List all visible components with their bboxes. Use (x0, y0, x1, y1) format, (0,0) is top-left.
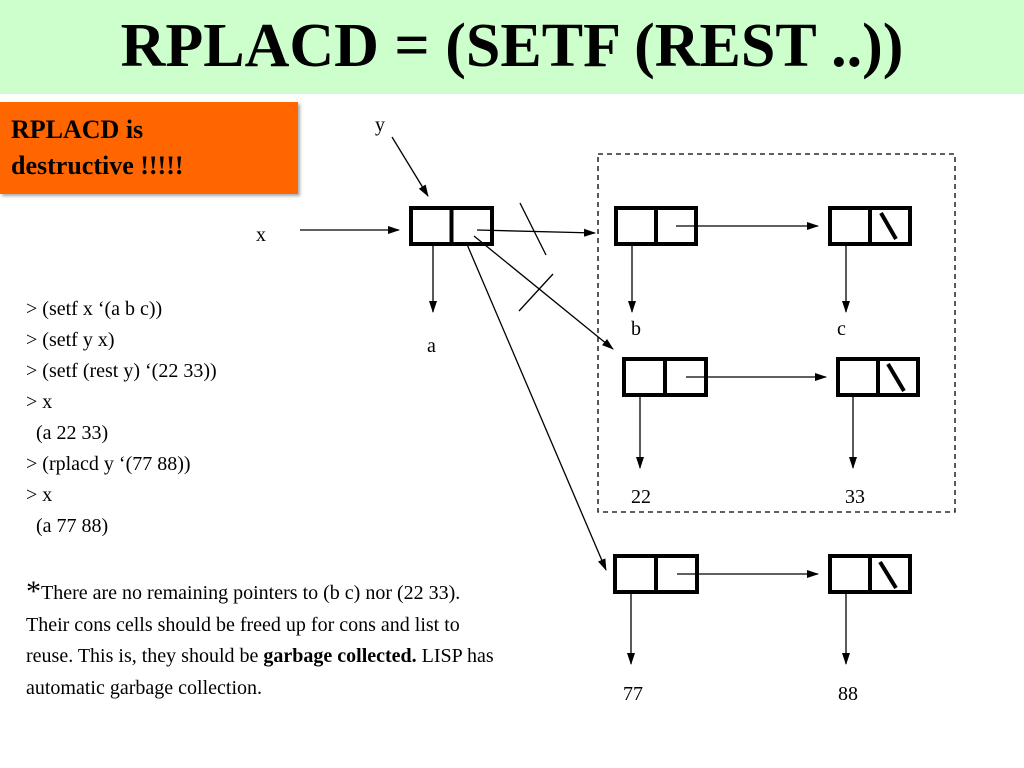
note-text-1: There are no remaining pointers to (b c)… (26, 582, 461, 667)
code-line: > (setf (rest y) ‘(22 33)) (26, 360, 217, 382)
code-line: > x (26, 391, 53, 413)
label-y: y (375, 114, 385, 136)
destructive-callout: RPLACD is destructive !!!!! (0, 102, 298, 194)
garbage-region-box (597, 153, 956, 513)
strike-mark-2 (518, 273, 554, 312)
code-line: > x (26, 484, 53, 506)
note-bold-text: garbage collected. (263, 645, 417, 667)
label-22: 22 (631, 486, 651, 508)
callout-line-2: destructive !!!!! (11, 151, 184, 180)
callout-line-1: RPLACD is (11, 115, 144, 144)
note-text-2: LISP has automatic garbage collection. (26, 645, 494, 699)
callout-text: RPLACD is destructive !!!!! (11, 112, 184, 184)
garbage-collection-note: *There are no remaining pointers to (b c… (26, 576, 506, 704)
code-line: (a 22 33) (26, 422, 109, 444)
code-line: (a 77 88) (26, 515, 109, 537)
note-asterisk: * (26, 575, 41, 608)
nil-slash-icon (879, 212, 898, 240)
cons-cell-88 (828, 554, 912, 594)
label-b: b (631, 318, 641, 340)
label-88: 88 (838, 683, 858, 705)
code-line: > (rplacd y ‘(77 88)) (26, 453, 191, 475)
arrow-new-cdr-to-77 (465, 241, 607, 571)
nil-slash-icon (878, 560, 898, 590)
cons-cell-a (409, 206, 494, 246)
nil-slash-icon (886, 362, 906, 393)
code-line: > (setf x ‘(a b c)) (26, 298, 163, 320)
strike-mark-1 (519, 202, 547, 256)
arrow-y-pointer (391, 136, 429, 197)
cons-cell-c (828, 206, 912, 246)
slide-title: RPLACD = (SETF (REST ..)) (120, 12, 904, 80)
arrow-old-cdr-to-22 (473, 235, 614, 350)
code-line: > (setf y x) (26, 329, 115, 351)
label-x: x (256, 224, 266, 246)
arrow-old-cdr-to-b (476, 228, 596, 237)
code-listing: > (setf x ‘(a b c)) > (setf y x) > (setf… (26, 294, 217, 542)
label-c: c (837, 318, 846, 340)
label-a: a (427, 335, 436, 357)
title-bar (0, 0, 1024, 94)
label-33: 33 (845, 486, 865, 508)
label-77: 77 (623, 683, 643, 705)
cons-cell-33 (836, 357, 920, 397)
